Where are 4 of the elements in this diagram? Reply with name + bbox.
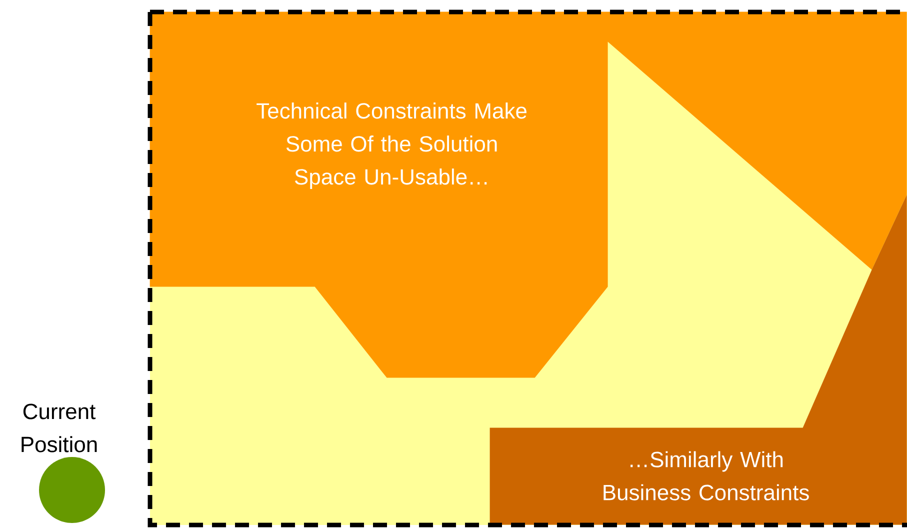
- constraint-region: Technical Constraints Make Some Of the Solution Space Un-Usable…: [150, 12, 907, 378]
- position-label: Current Position: [22, 404, 97, 452]
- constraint-region: …Similarly With Business Constraints: [490, 194, 907, 525]
- position-dot: [39, 456, 105, 523]
